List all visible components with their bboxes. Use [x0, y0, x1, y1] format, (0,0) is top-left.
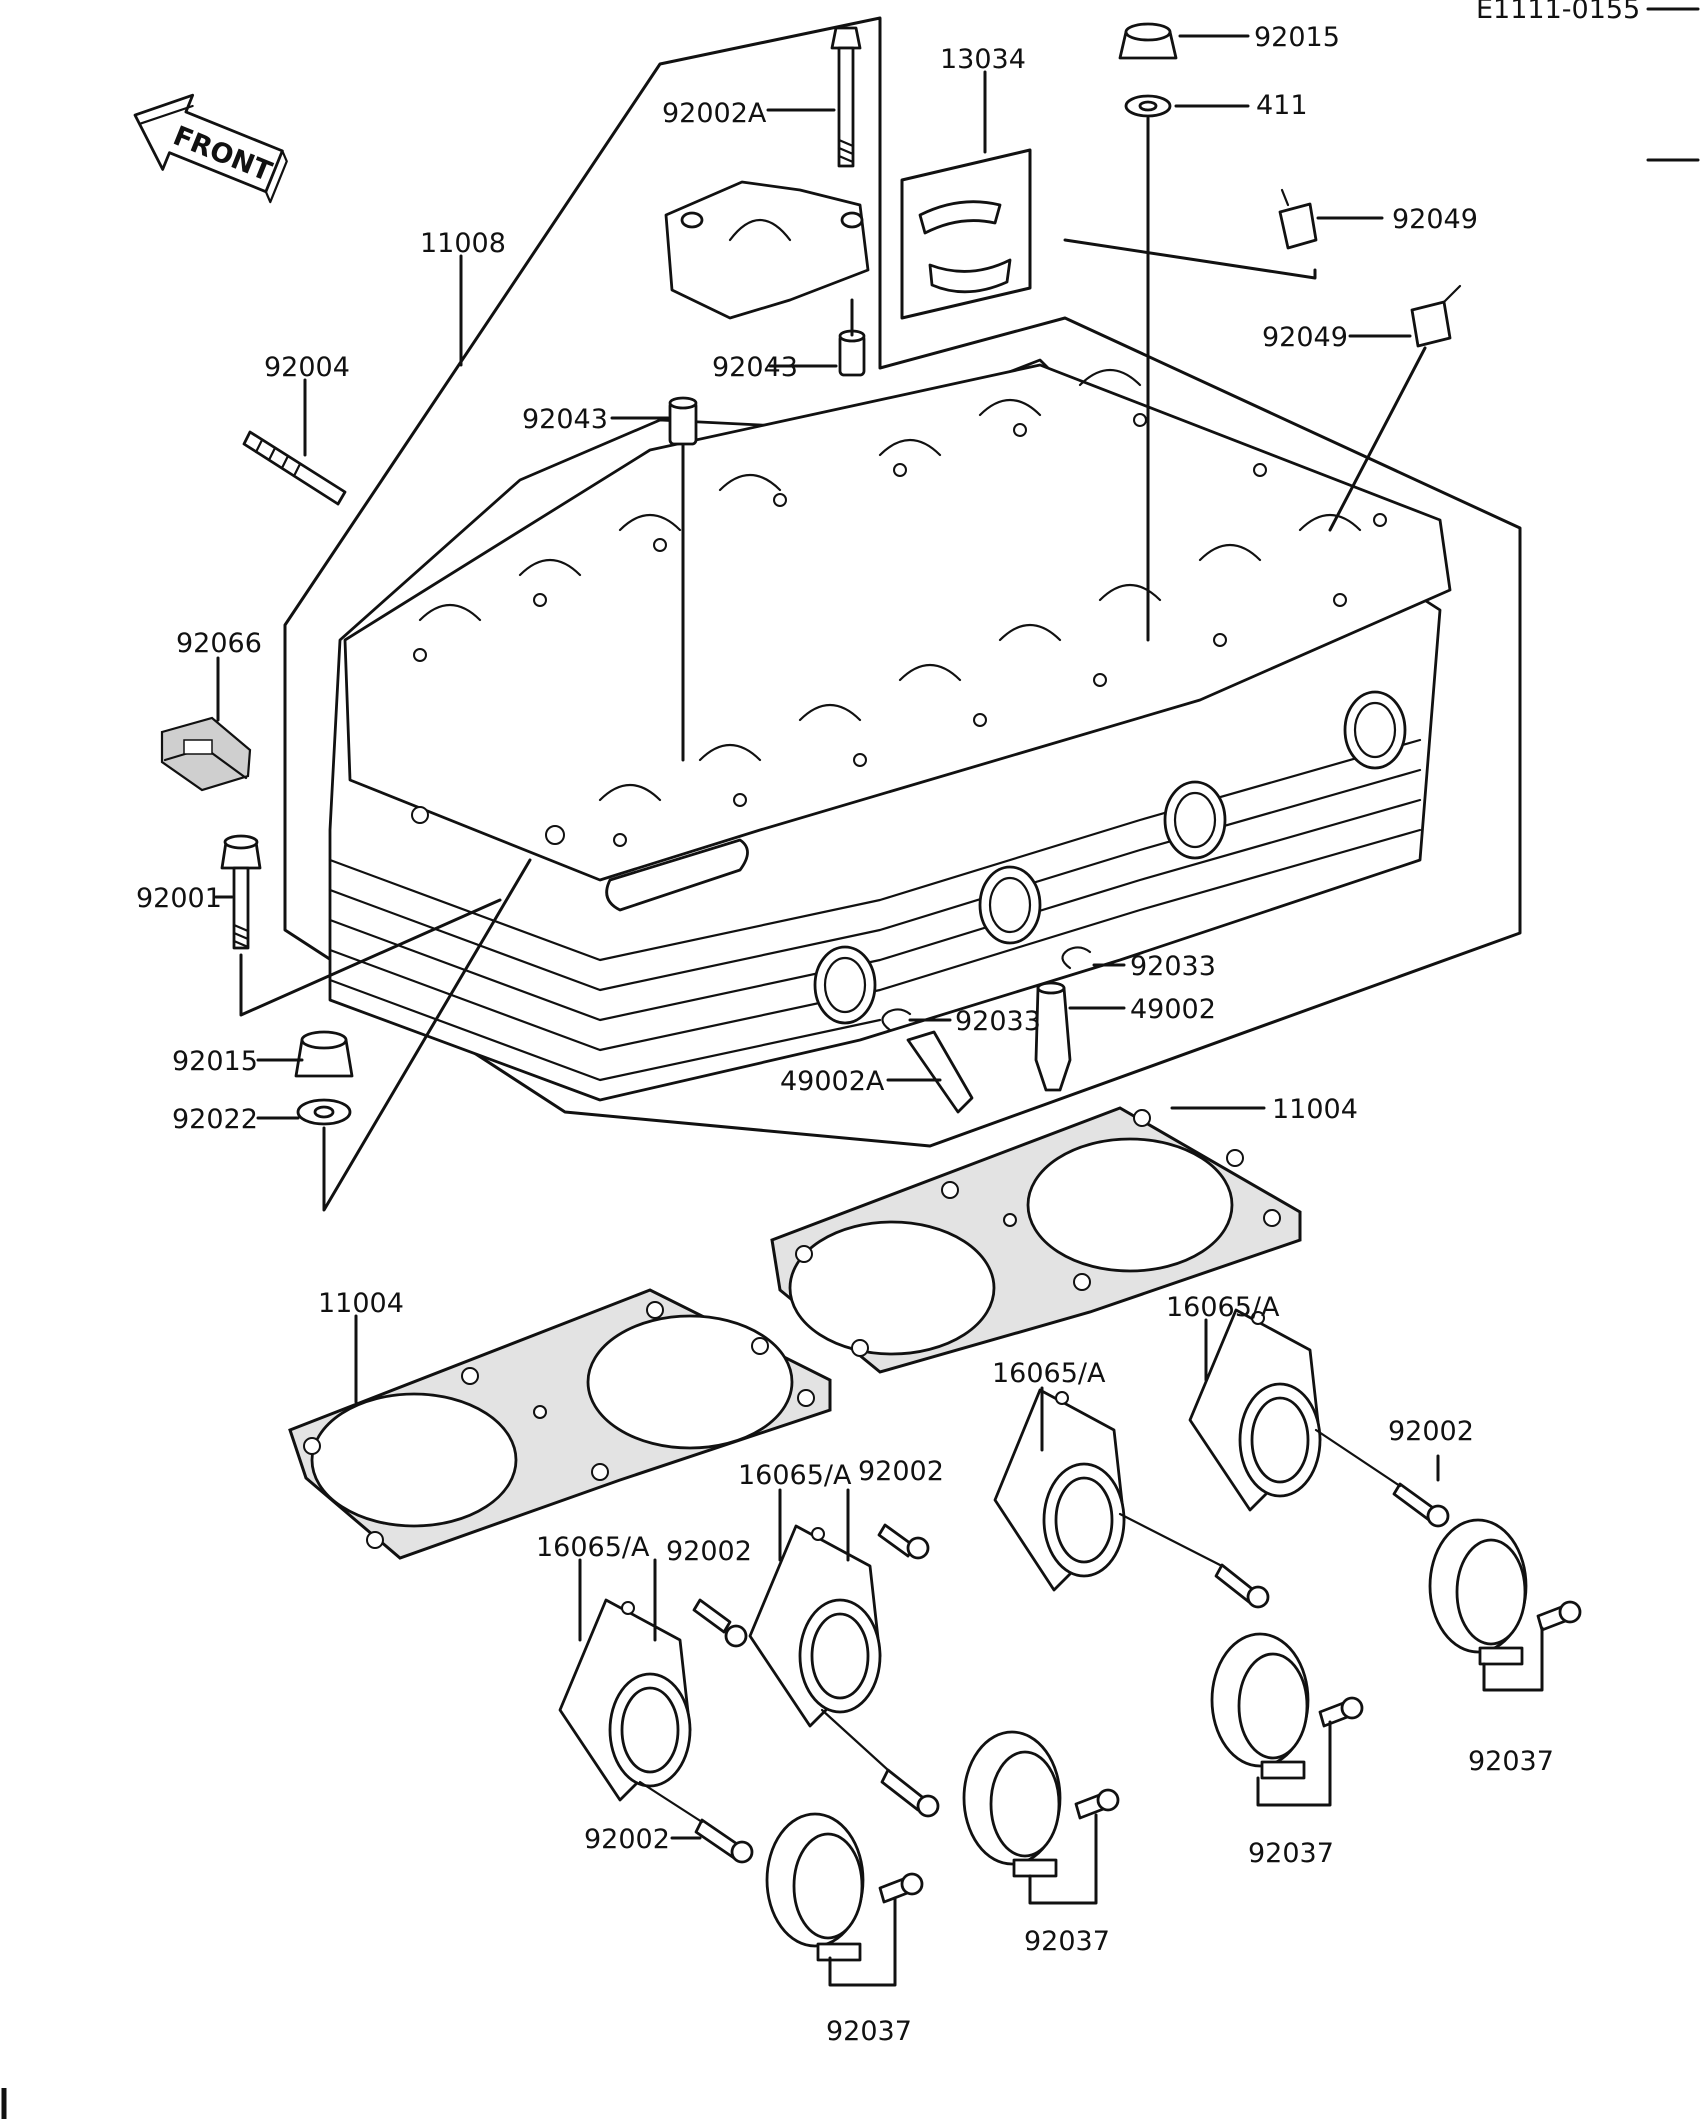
carb-holder-16065a-1	[558, 1598, 692, 1802]
screw-92002-1	[694, 1818, 754, 1864]
washer-leader	[322, 858, 532, 1212]
stud-92004	[242, 430, 347, 506]
label-92002-c: 92002	[666, 1536, 752, 1567]
label-92033-a: 92033	[1130, 951, 1216, 982]
fitting-49002	[1034, 981, 1072, 1092]
label-92037-c: 92037	[1248, 1838, 1334, 1869]
label-92001: 92001	[136, 883, 222, 914]
label-92043-a: 92043	[712, 352, 798, 383]
head-gasket-11004-upper	[770, 1106, 1302, 1374]
valve-lifter-group-13034	[900, 148, 1032, 320]
screw-92002-2	[880, 1768, 940, 1818]
label-11004-upper: 11004	[1272, 1094, 1358, 1125]
bolt-92001-leader	[239, 898, 502, 1017]
label-92049-a: 92049	[1392, 204, 1478, 235]
dowel-pin-92043-b	[668, 396, 698, 446]
screw-92002-5	[692, 1598, 748, 1648]
part-labels: 92015 411 13034 92002A 92049 92049 11008…	[136, 22, 1554, 2047]
label-11008: 11008	[420, 228, 506, 259]
circlip-92033-b	[881, 1008, 912, 1032]
label-92049-b: 92049	[1262, 322, 1348, 353]
label-92037-a: 92037	[826, 2016, 912, 2047]
head-gasket-11004-lower	[288, 1288, 832, 1560]
label-16065a-4: 16065/A	[1166, 1292, 1280, 1323]
label-92022: 92022	[172, 1104, 258, 1135]
label-11004-lower: 11004	[318, 1288, 404, 1319]
label-16065a-1: 16065/A	[536, 1532, 650, 1563]
label-92043-b: 92043	[522, 404, 608, 435]
screw-92002-4	[1392, 1482, 1450, 1528]
bolt-92002a	[830, 26, 862, 168]
hose-clamp-92037-4	[1428, 1518, 1582, 1666]
label-16065a-3: 16065/A	[992, 1358, 1106, 1389]
label-92002-d: 92002	[584, 1824, 670, 1855]
label-92033-b: 92033	[955, 1006, 1041, 1037]
label-13034: 13034	[940, 44, 1026, 75]
label-92037-d: 92037	[1468, 1746, 1554, 1777]
circlip-92033-a	[1061, 946, 1092, 970]
label-92002-a: 92002	[1388, 1416, 1474, 1447]
label-49002a: 49002A	[780, 1066, 885, 1097]
hose-clamp-92037-2	[962, 1730, 1120, 1878]
label-49002: 49002	[1130, 994, 1216, 1025]
label-16065a-2: 16065/A	[738, 1460, 852, 1491]
bucket-leader	[1063, 238, 1317, 280]
hose-clamp-92037-1	[765, 1812, 924, 1962]
front-arrow-icon: FRONT	[133, 93, 288, 204]
hose-clamp-92037-3	[1210, 1632, 1364, 1780]
cap-nut-92015-bottom	[294, 1030, 354, 1078]
washer-411	[1124, 94, 1172, 118]
label-92015-top: 92015	[1254, 22, 1340, 53]
bolt-92001	[220, 834, 262, 950]
screw-92002-6	[877, 1523, 930, 1560]
label-92002-b: 92002	[858, 1456, 944, 1487]
leader-lines	[214, 34, 1544, 1987]
rubber-damper-92066	[160, 716, 252, 792]
diagram-id: E1111-0155	[1476, 0, 1640, 25]
screw-92002-3	[1214, 1563, 1270, 1609]
label-92004: 92004	[264, 352, 350, 383]
label-92066: 92066	[176, 628, 262, 659]
carb-holder-16065a-3	[993, 1388, 1126, 1592]
label-92037-b: 92037	[1024, 1926, 1110, 1957]
cap-nut-92015-top	[1118, 22, 1178, 60]
cylinder-head-body	[328, 358, 1452, 1102]
fitting-49002a	[906, 1030, 974, 1114]
carb-holder-16065a-4	[1188, 1308, 1322, 1512]
washer-92022	[296, 1098, 352, 1126]
cylinder-head-outline-frame	[283, 16, 1522, 1148]
label-411: 411	[1256, 90, 1308, 121]
seal-leader	[1328, 346, 1427, 532]
label-92002a: 92002A	[662, 98, 767, 129]
valve-stem-seal-92049-a	[1278, 188, 1318, 250]
label-92015-bottom: 92015	[172, 1046, 258, 1077]
carb-holder-16065a-2	[748, 1524, 882, 1728]
dowel-pin-92043-a	[838, 329, 866, 377]
camshaft-cap	[664, 180, 870, 320]
valve-stem-seal-92049-b	[1410, 284, 1462, 348]
